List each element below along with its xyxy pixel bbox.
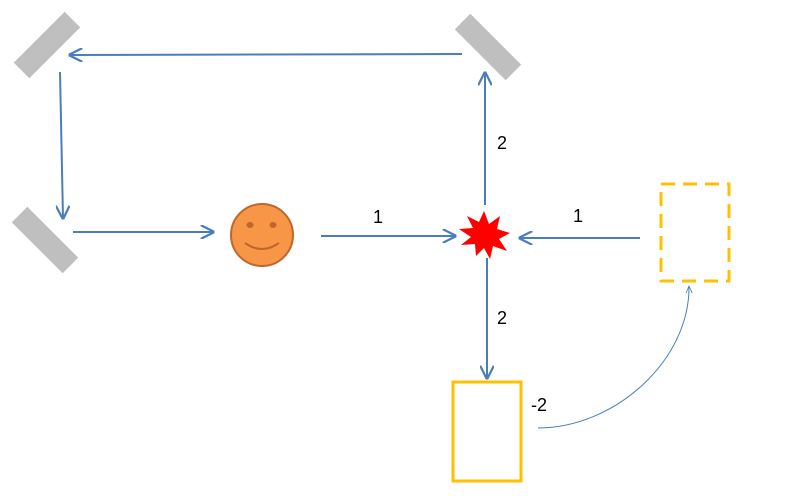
dashed-box: [659, 182, 731, 283]
curved-arrow: [537, 286, 689, 429]
solid-box: [451, 380, 523, 483]
mirror-top-left: [13, 11, 81, 79]
label-right-beam: 1: [573, 206, 584, 226]
mirror-bottom-left: [11, 206, 79, 274]
smiley-face-icon: [230, 203, 294, 267]
label-box: -2: [531, 395, 548, 415]
label-lower-beam: 2: [497, 308, 508, 328]
label-left-beam: 1: [373, 207, 384, 227]
explosion-icon: [459, 211, 510, 259]
arrow-left-down: [60, 71, 63, 218]
mirror-top-right: [454, 13, 522, 81]
arrow-top-mirror-to-mirror: [70, 54, 463, 55]
label-upper-beam: 2: [497, 133, 508, 153]
